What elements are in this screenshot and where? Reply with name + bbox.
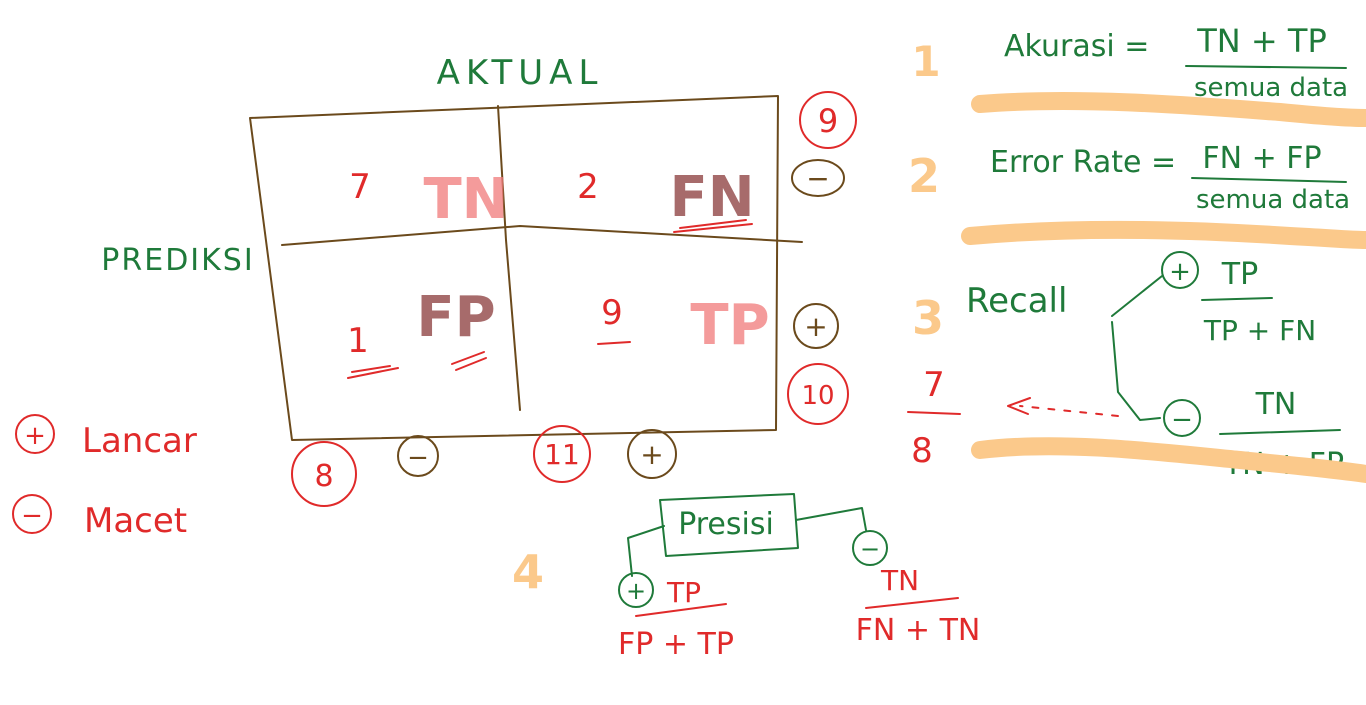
recall-positive-circle — [1161, 251, 1199, 289]
recall-negative-circle — [1163, 399, 1201, 437]
precision-positive-denominator: FP + TP — [618, 627, 734, 662]
precision-negative-sign: − — [860, 535, 880, 563]
cell-tp-value: 9 — [601, 293, 623, 333]
accuracy-formula: 1 Akurasi = TN + TP semua data — [911, 22, 1366, 127]
col-total-1-circle — [291, 441, 357, 507]
matrix-horizontal-divider — [281, 225, 803, 246]
recall-negative-numerator: TN — [1255, 387, 1297, 422]
recall-negative-sign: − — [1171, 405, 1193, 435]
precision-positive-circle — [618, 572, 654, 608]
confusion-matrix: AKTUAL PREDIKSI 7 2 1 9 TN FN FP TP 9 10… — [101, 53, 857, 507]
recall-branches — [1111, 275, 1163, 421]
recall-label: Recall — [966, 281, 1067, 321]
error-rate-formula: 2 Error Rate = FN + FP semua data — [908, 141, 1366, 249]
row-total-1-circle — [799, 91, 857, 149]
recall-positive-sign: + — [1169, 257, 1191, 287]
accuracy-fraction-bar — [1185, 65, 1347, 69]
matrix-outer-border — [249, 95, 779, 441]
precision-positive-sign: + — [626, 577, 646, 605]
col-total-1: 8 — [314, 459, 333, 494]
recall-negative-fraction-bar — [1219, 429, 1341, 435]
recall-formula: 3 Recall + TP TP + FN − TN TN + FP 7 8 — [907, 251, 1366, 483]
cell-tn-value: 7 — [349, 167, 371, 207]
recall-positive-numerator: TP — [1221, 257, 1258, 292]
precision-number: 4 — [512, 545, 544, 599]
accuracy-number: 1 — [911, 37, 940, 86]
legend-positive-label: Lancar — [82, 421, 197, 461]
actual-label: AKTUAL — [437, 53, 604, 93]
precision-box — [659, 493, 799, 557]
precision-negative-circle — [852, 530, 888, 566]
accuracy-numerator: TN + TP — [1196, 22, 1326, 60]
col-sign-2: + — [640, 438, 663, 471]
error-rate-highlight — [961, 220, 1366, 249]
cell-fp-underline — [347, 365, 399, 379]
recall-highlight — [971, 437, 1366, 483]
cell-fn-value: 2 — [577, 167, 599, 207]
precision-branches — [627, 507, 867, 577]
error-rate-fraction-bar — [1191, 177, 1347, 183]
cell-fn-underline — [673, 219, 753, 233]
cell-tp-tag: TP — [690, 293, 769, 358]
precision-label: Presisi — [678, 507, 774, 542]
col-total-2: 11 — [544, 438, 580, 471]
recall-example-denominator: 8 — [911, 431, 933, 471]
legend-negative-sign: − — [21, 501, 43, 531]
precision-negative-fraction-bar — [865, 597, 959, 609]
legend-negative-circle — [12, 494, 52, 534]
cell-tp-underline — [597, 341, 631, 345]
row-sign-2-circle — [793, 303, 839, 349]
precision-formula: 4 Presisi + TP FP + TP − TN FN + TN — [512, 493, 981, 662]
row-sign-1: − — [806, 162, 829, 195]
recall-example-numerator: 7 — [923, 365, 945, 405]
accuracy-label: Akurasi = — [1004, 29, 1149, 64]
recall-positive-denominator: TP + FN — [1203, 314, 1316, 347]
matrix-vertical-divider — [497, 105, 521, 411]
cell-fp-value: 1 — [347, 321, 369, 361]
recall-example-arrowhead — [1007, 397, 1031, 415]
precision-positive-fraction-bar — [635, 603, 727, 617]
row-total-2: 10 — [801, 381, 834, 411]
error-rate-number: 2 — [908, 149, 940, 203]
precision-negative-denominator: FN + TN — [856, 613, 981, 648]
cell-fn-tag: FN — [669, 165, 754, 230]
cell-fp-marks — [451, 351, 487, 371]
row-total-2-circle — [787, 363, 849, 425]
legend-negative-label: Macet — [84, 501, 187, 541]
cell-fp-tag: FP — [416, 285, 495, 350]
error-rate-denominator: semua data — [1196, 185, 1350, 215]
col-sign-1-circle — [397, 435, 439, 477]
col-sign-2-circle — [627, 429, 677, 479]
row-sign-1-circle — [791, 159, 845, 197]
legend-positive-sign: + — [24, 421, 46, 451]
error-rate-numerator: FN + FP — [1202, 141, 1321, 176]
error-rate-label: Error Rate = — [990, 145, 1176, 180]
precision-negative-numerator: TN — [880, 564, 919, 597]
legend: + Lancar − Macet — [12, 414, 197, 541]
row-sign-2: + — [804, 310, 827, 343]
accuracy-denominator: semua data — [1194, 73, 1348, 103]
legend-positive-circle — [15, 414, 55, 454]
col-sign-1: − — [407, 443, 429, 473]
predicted-label: PREDIKSI — [101, 243, 254, 278]
accuracy-highlight — [971, 92, 1366, 127]
row-total-1: 9 — [818, 102, 838, 140]
precision-positive-numerator: TP — [666, 576, 701, 609]
cell-tn-tag: TN — [423, 167, 508, 232]
col-total-2-circle — [533, 425, 591, 483]
recall-number: 3 — [912, 291, 944, 345]
recall-example-fraction-bar — [907, 411, 961, 415]
recall-positive-fraction-bar — [1201, 297, 1273, 301]
recall-example-arrow — [1019, 405, 1119, 417]
